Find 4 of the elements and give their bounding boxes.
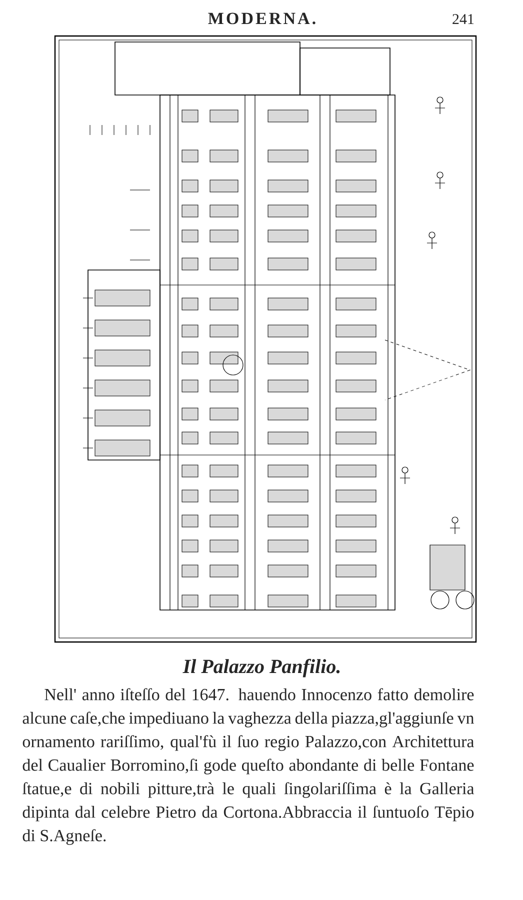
running-header: MODERNA. bbox=[208, 12, 316, 24]
engraving-caption: Il Palazzo Panfilio. bbox=[182, 658, 340, 678]
page-number: 241 bbox=[452, 14, 474, 24]
body-paragraph: Nell' anno iſteſſo del 1647. hauendo Innocenzo fatto demolire alcune caſe,che impediuano la vaghezza della piazza,gl'aggiunſe vn ornamento rariſſimo, qual'fù il ſuo regio Palazzo,con Architettura del Caualier Borromino,ſi gode queſto abondante di belle Fontane ſtatue,e di nobili pitture,trà le quali ſingolariſſima è la Galleria dipinta dal celebre Pietro da Cortona.Abbraccia il ſuntuoſo Tēpio di S.Agneſe. bbox=[22, 688, 474, 845]
